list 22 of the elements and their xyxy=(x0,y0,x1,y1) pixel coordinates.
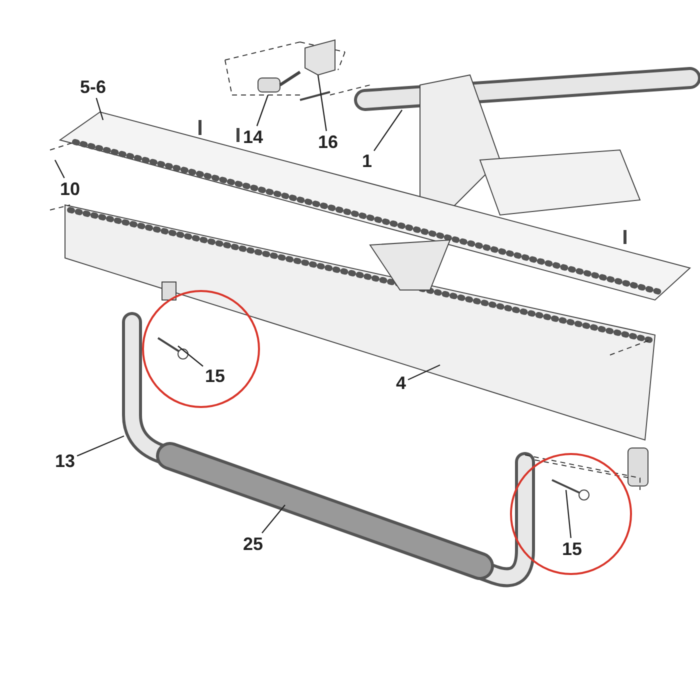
leader-line xyxy=(76,435,124,456)
leader-line xyxy=(565,490,572,538)
leader-line xyxy=(374,110,402,152)
callout-number: 13 xyxy=(55,452,76,470)
callout-number: 14 xyxy=(243,128,264,146)
leader-line xyxy=(256,94,269,126)
callout-number: 4 xyxy=(396,374,406,392)
callout-number: 25 xyxy=(243,535,264,553)
callout-number: 5-6 xyxy=(80,78,106,96)
callout-circle xyxy=(510,453,632,575)
leader-line xyxy=(178,346,204,367)
callout-number: 15 xyxy=(562,540,582,558)
leader-line xyxy=(54,160,65,178)
leader-line xyxy=(317,74,327,132)
callout-number: 16 xyxy=(318,133,338,151)
leader-line xyxy=(96,98,104,120)
callout-number: 10 xyxy=(60,180,80,198)
leader-line xyxy=(262,504,286,534)
callout-number: 1 xyxy=(362,152,372,170)
callout-number: 15 xyxy=(205,367,226,385)
leader-line xyxy=(408,364,440,380)
callout-circle xyxy=(142,290,260,408)
